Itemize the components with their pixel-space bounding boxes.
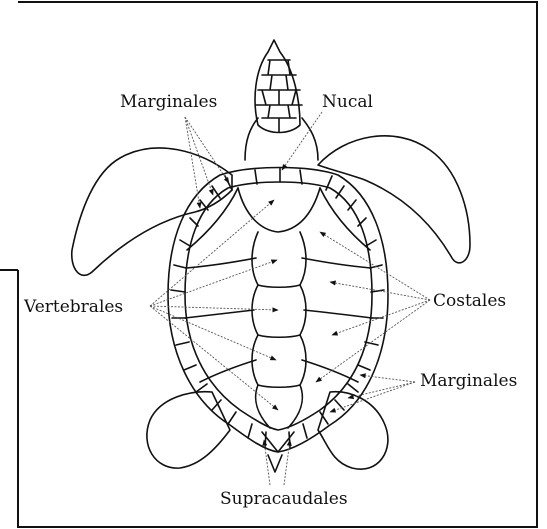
pointer-costales-4	[316, 300, 430, 382]
vertebral-2	[252, 232, 306, 287]
head-scales	[256, 60, 302, 132]
label-supracaudales: Supracaudales	[220, 489, 348, 509]
pointer-supracaudales-2	[284, 440, 290, 485]
label-vertebrales: Vertebrales	[24, 297, 123, 317]
front-left-flipper	[72, 148, 232, 275]
pointer-marginales-right-1	[360, 375, 415, 382]
pointer-costales-1	[320, 232, 430, 300]
vertebral-5	[256, 385, 303, 428]
pointer-costales-2	[330, 282, 430, 300]
pointer-marginales-right-2	[348, 382, 415, 398]
vertebral-3	[252, 285, 306, 337]
label-marginales-right: Marginales	[420, 371, 517, 391]
pointer-marginales-top-1	[185, 117, 200, 208]
label-marginales-top: Marginales	[120, 92, 217, 112]
pointer-marginales-top-3	[185, 117, 229, 183]
neck	[245, 118, 318, 160]
pointer-supracaudales-1	[264, 440, 270, 485]
frame-border	[18, 2, 537, 527]
front-right-flipper	[318, 136, 470, 263]
vertebral-1	[238, 188, 320, 232]
costal-dividers-right	[302, 188, 372, 382]
label-costales: Costales	[433, 291, 506, 311]
tail	[268, 455, 282, 472]
vertebral-4	[252, 335, 306, 387]
label-nucal: Nucal	[322, 92, 373, 112]
